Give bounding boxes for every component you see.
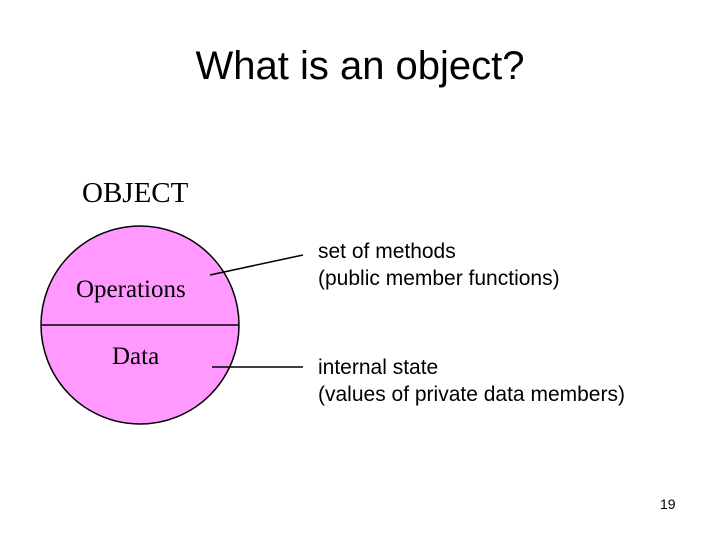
state-description-line2: (values of private data members) (318, 383, 625, 406)
data-label: Data (112, 343, 160, 370)
methods-connector-line (209, 254, 304, 276)
object-heading: OBJECT (82, 177, 189, 209)
slide-title: What is an object? (195, 44, 525, 88)
methods-description-line1: set of methods (318, 240, 456, 263)
methods-description-line2: (public member functions) (318, 267, 560, 290)
state-description: internal state (values of private data m… (318, 354, 625, 408)
methods-description: set of methods (public member functions) (318, 238, 560, 292)
state-description-line1: internal state (318, 356, 439, 379)
page-number: 19 (660, 496, 676, 512)
operations-label: Operations (76, 276, 186, 303)
